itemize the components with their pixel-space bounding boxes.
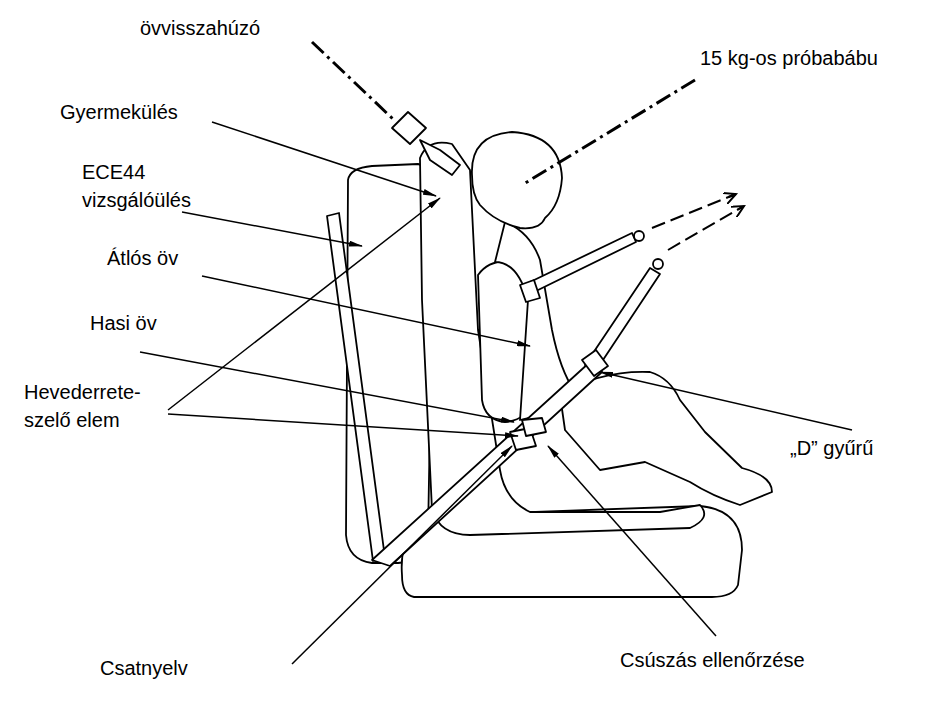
callout-wrap: Hasi öv <box>90 309 190 337</box>
callout-wrap: 15 kg-os próbabábu <box>700 44 940 72</box>
callout-label: Hasi öv <box>90 309 190 337</box>
callout-wrap: „D” gyűrű <box>790 434 930 462</box>
callout-wrap: Csatnyelv <box>100 654 240 682</box>
callout-wrap: Gyermekülés <box>60 98 220 126</box>
callout-label: Gyermekülés <box>60 98 220 126</box>
callout-wrap: Átlós öv <box>107 244 217 272</box>
callout-label: 15 kg-os próbabábu <box>700 44 940 72</box>
callout-label: „D” gyűrű <box>790 434 930 462</box>
callout-wrap: Csúszás ellenőrzése <box>620 646 870 674</box>
callout-label: Csúszás ellenőrzése <box>620 646 870 674</box>
callout-label: Csatnyelv <box>100 654 240 682</box>
callout-wrap: ECE44 vizsgálóülés <box>82 158 187 214</box>
callout-label: ECE44 vizsgálóülés <box>82 158 187 214</box>
callout-wrap: Hevederrete- szelő elem <box>24 378 152 434</box>
callout-label: övvisszahúzó <box>140 14 310 42</box>
callout-wrap: övvisszahúzó <box>140 14 310 42</box>
callout-label: Átlós öv <box>107 244 217 272</box>
callout-label: Hevederrete- szelő elem <box>24 378 152 434</box>
